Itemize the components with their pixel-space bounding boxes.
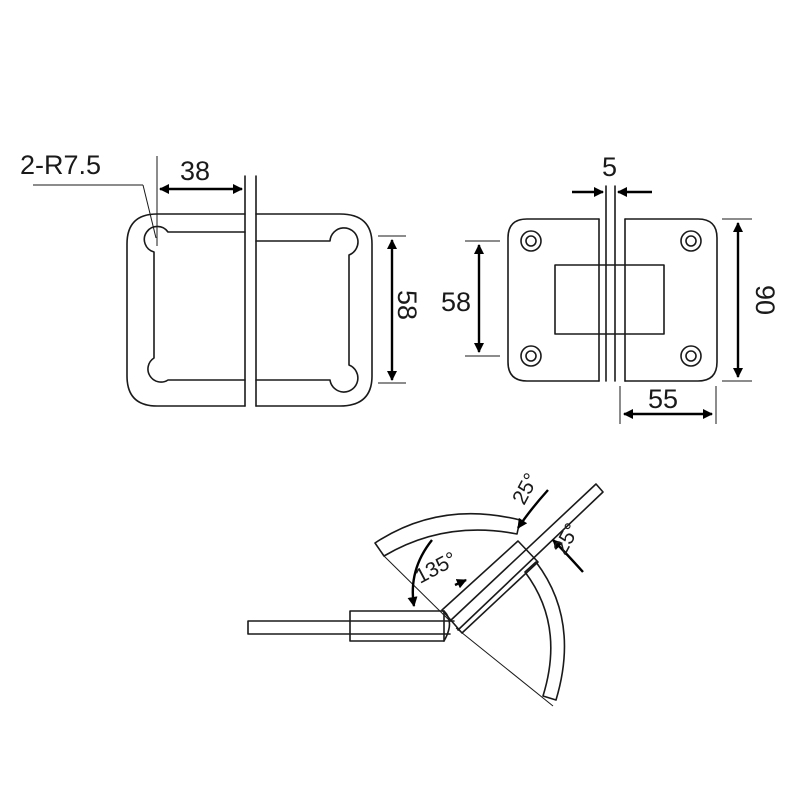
dimension-38: 38 (156, 156, 243, 246)
radius-callout: 2-R7.5 (20, 150, 157, 239)
screw-hole-bottom-right (680, 345, 702, 367)
angle-lower-25-arrow (552, 539, 584, 573)
side-view-plates (126, 175, 373, 407)
angle-135-label: 135° (412, 548, 461, 589)
screw-hole-top-left (520, 230, 542, 252)
left-plate-outline (126, 213, 246, 407)
radius-label: 2-R7.5 (20, 150, 101, 180)
front-left-leaf (507, 218, 600, 382)
dimension-55: 55 (619, 384, 717, 424)
opening-arc-lower (524, 561, 566, 701)
fixed-clamp (349, 610, 445, 642)
angle-upper-25-arrow (517, 489, 549, 529)
hole-spacing-58-label: 58 (441, 287, 471, 317)
angle-135-arrow (407, 539, 433, 607)
dimension-58-front: 58 (441, 240, 500, 357)
width-38-label: 38 (180, 156, 210, 186)
dimension-90: 90 (722, 218, 780, 382)
moving-glass-panel (449, 483, 604, 631)
front-view-hinge (507, 185, 718, 382)
screw-hole-top-right (680, 230, 702, 252)
fixed-glass-panel (247, 620, 455, 635)
angle-lower-25-label: 25° (549, 520, 584, 559)
left-plate-slot (143, 225, 246, 383)
leaf-width-55-label: 55 (648, 384, 678, 414)
right-plate-outline (255, 213, 373, 407)
screw-hole-bottom-left (520, 345, 542, 367)
top-view-angles: 135° 25° 25° (247, 470, 604, 707)
dimension-5: 5 (572, 152, 652, 197)
dimension-58-side: 58 (378, 235, 422, 384)
total-height-90-label: 90 (750, 285, 780, 315)
height-58-label: 58 (392, 290, 422, 320)
hinge-body (554, 264, 665, 335)
gap-5-label: 5 (602, 152, 617, 182)
moving-clamp (441, 540, 539, 634)
right-plate-slot (255, 227, 359, 393)
front-right-leaf (624, 218, 718, 382)
